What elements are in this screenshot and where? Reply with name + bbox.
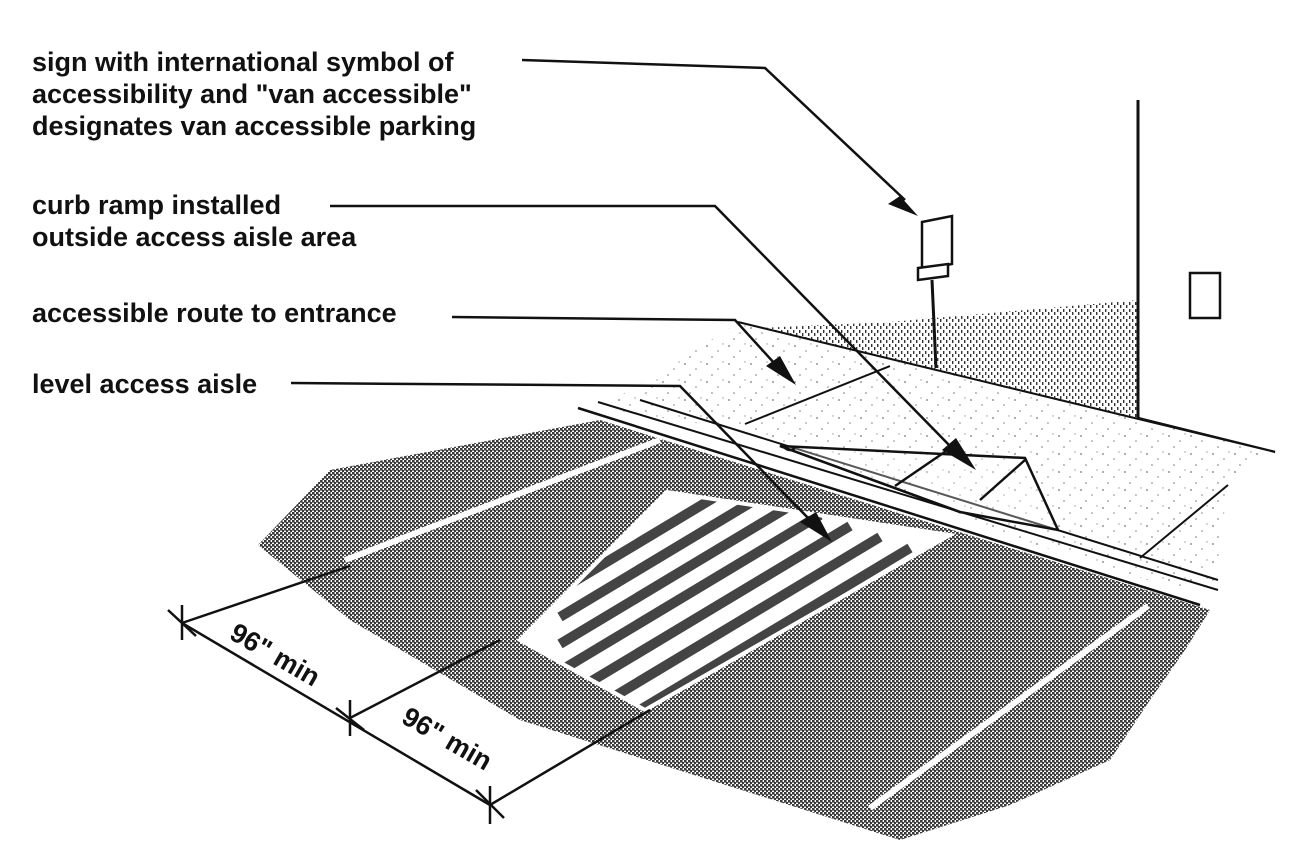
parking-lot <box>258 420 1210 840</box>
aisle-width-label: 96" min <box>397 701 497 776</box>
stall-line <box>343 437 662 563</box>
curb-ramp <box>779 443 1061 532</box>
curb-ramp-leader <box>330 204 951 447</box>
aisle-callout: level access aisle <box>32 368 257 400</box>
callout-line: outside access aisle area <box>32 222 357 252</box>
arrow-head <box>942 438 976 470</box>
curb-ramp-callout: curb ramp installed outside access aisle… <box>32 189 356 253</box>
arrow-head <box>766 356 796 385</box>
callout-line: designates van accessible parking <box>32 111 477 141</box>
route-callout: accessible route to entrance <box>32 297 397 329</box>
dimension-lines <box>167 564 651 824</box>
aisle-leader <box>290 381 811 521</box>
callout-line: accessibility and "van accessible" <box>32 79 472 109</box>
callout-line: sign with international symbol of <box>32 47 454 77</box>
stall-width-label: 96" min <box>225 617 325 692</box>
arrow-head <box>800 512 832 542</box>
stall-line <box>868 603 1150 811</box>
arrow-head <box>888 196 918 216</box>
van-accessible-sign <box>916 214 954 369</box>
sign-leader <box>521 58 906 201</box>
curb <box>577 399 1219 607</box>
wall-plaque <box>1188 271 1222 320</box>
callout-line: curb ramp installed <box>32 190 282 220</box>
route-leader <box>451 315 776 365</box>
callout-line: level access aisle <box>32 369 258 399</box>
sign-callout: sign with international symbol of access… <box>32 46 476 142</box>
building-wall <box>760 100 1276 454</box>
callout-line: accessible route to entrance <box>32 298 397 328</box>
leader-lines <box>290 58 951 521</box>
